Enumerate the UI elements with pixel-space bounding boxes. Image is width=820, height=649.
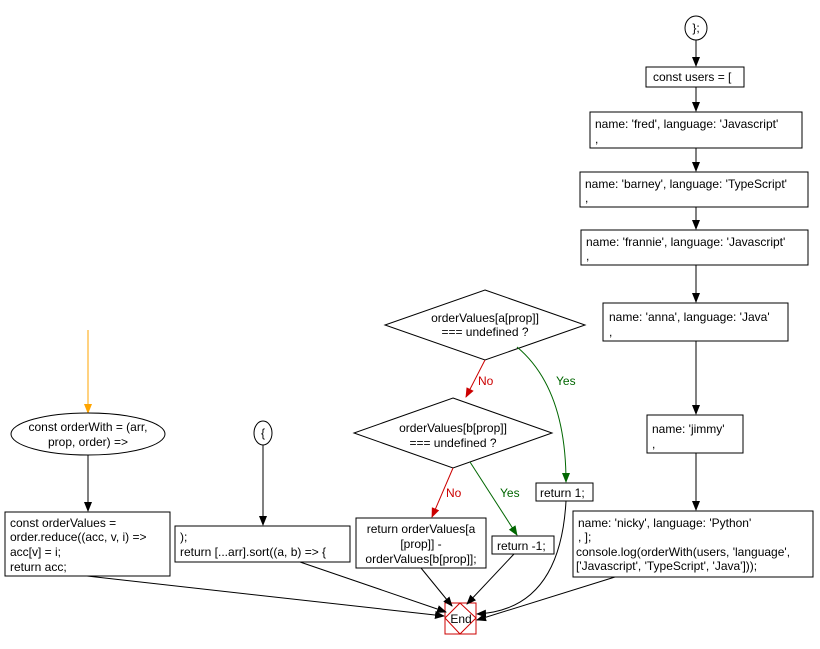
edge-a-no-label: No xyxy=(478,374,494,388)
return-diff-line3: orderValues[b[prop]]; xyxy=(365,552,476,566)
return-1-label: return 1; xyxy=(540,486,585,500)
start-fn-node: const orderWith = (arr, prop, order) => xyxy=(10,412,166,456)
start-sort-label: { xyxy=(261,426,265,440)
start-main-label: }; xyxy=(692,21,699,35)
edge-a-no xyxy=(465,359,486,398)
const-users-node: const users = [ xyxy=(645,66,745,88)
edge-sort-to-end xyxy=(299,561,447,613)
order-values-line4: return acc; xyxy=(10,560,67,574)
return-neg1-label: return -1; xyxy=(497,539,546,553)
nicky-node: name: 'nicky', language: 'Python' , ]; c… xyxy=(572,510,814,578)
decision-b-line2: === undefined ? xyxy=(409,436,496,450)
edge-a-yes-label: Yes xyxy=(556,374,576,388)
return-diff-line1: return orderValues[a xyxy=(367,522,476,536)
fred-label: name: 'fred', language: 'Javascript' xyxy=(595,117,778,131)
sort-line1: ); xyxy=(180,530,187,544)
anna-node: name: 'anna', language: 'Java' , xyxy=(602,302,789,342)
anna-comma: , xyxy=(609,325,612,339)
start-main-node: }; xyxy=(684,15,708,41)
start-fn-label-1: const orderWith = (arr, xyxy=(28,420,147,434)
return-neg1-node: return -1; xyxy=(491,535,555,555)
order-values-node: const orderValues = order.reduce((acc, v… xyxy=(4,511,171,577)
order-values-line1: const orderValues = xyxy=(10,516,116,530)
edge-b-yes-label: Yes xyxy=(500,486,520,500)
decision-a-node: orderValues[a[prop]] === undefined ? xyxy=(383,289,587,361)
barney-node: name: 'barney', language: 'TypeScript' , xyxy=(579,171,809,208)
decision-a-line2: === undefined ? xyxy=(441,325,528,339)
console-log-line1: console.log(orderWith(users, 'language', xyxy=(576,545,790,559)
edge-diff-to-end xyxy=(420,567,453,607)
jimmy-comma: , xyxy=(652,437,655,451)
console-log-line2: ['Javascript', 'TypeScript', 'Java'])); xyxy=(576,559,757,573)
end-node: End xyxy=(444,602,477,635)
edge-a-yes xyxy=(516,346,570,483)
sort-line2: return [...arr].sort((a, b) => { xyxy=(180,545,326,559)
order-values-line2: order.reduce((acc, v, i) => xyxy=(10,530,147,544)
decision-a-line1: orderValues[a[prop]] xyxy=(431,311,539,325)
frannie-comma: , xyxy=(586,249,589,263)
frannie-label: name: 'frannie', language: 'Javascript' xyxy=(586,235,785,249)
nicky-end-array: , ]; xyxy=(578,530,591,544)
decision-b-line1: orderValues[b[prop]] xyxy=(399,421,507,435)
edge-b-yes xyxy=(469,461,518,536)
edge-b-no xyxy=(431,467,454,518)
anna-label: name: 'anna', language: 'Java' xyxy=(609,310,770,324)
jimmy-label: name: 'jimmy' xyxy=(652,422,725,436)
barney-label: name: 'barney', language: 'TypeScript' xyxy=(585,177,787,191)
start-sort-node: { xyxy=(253,420,273,446)
barney-comma: , xyxy=(585,191,588,205)
edge-nicky-to-end xyxy=(476,576,616,622)
const-users-label: const users = [ xyxy=(653,70,732,84)
end-label: End xyxy=(450,612,471,626)
fred-node: name: 'fred', language: 'Javascript' , xyxy=(589,111,803,149)
nicky-label: name: 'nicky', language: 'Python' xyxy=(578,516,751,530)
edge-b-no-label: No xyxy=(446,486,462,500)
frannie-node: name: 'frannie', language: 'Javascript' … xyxy=(580,229,809,266)
jimmy-node: name: 'jimmy' , xyxy=(646,414,744,454)
edge-ordervalues-to-end xyxy=(86,575,445,619)
edge-neg1-to-end xyxy=(466,553,515,605)
fred-comma: , xyxy=(595,132,598,146)
return-diff-node: return orderValues[a [prop]] - orderValu… xyxy=(355,517,487,569)
order-values-line3: acc[v] = i; xyxy=(10,545,61,559)
decision-b-node: orderValues[b[prop]] === undefined ? xyxy=(352,397,554,469)
start-fn-label-2: prop, order) => xyxy=(48,435,128,449)
edge-return1-to-end xyxy=(476,500,567,618)
return-diff-line2: [prop]] - xyxy=(400,537,441,551)
return-1-node: return 1; xyxy=(535,482,594,502)
sort-node: ); return [...arr].sort((a, b) => { xyxy=(174,525,351,563)
